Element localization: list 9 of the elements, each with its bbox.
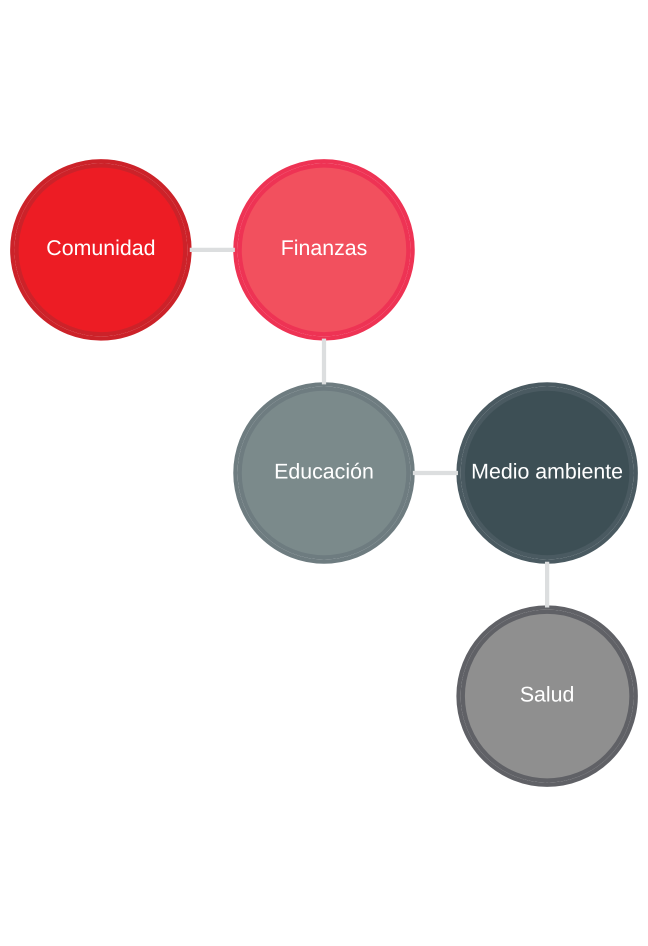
node-circle: Salud <box>456 605 638 787</box>
connector <box>544 562 550 608</box>
connector <box>322 338 326 384</box>
node-circle: Comunidad <box>10 159 192 341</box>
connector <box>190 248 235 252</box>
node-circle: Medio ambiente <box>456 382 638 564</box>
connector <box>412 470 458 476</box>
node-circle: Educación <box>233 382 415 564</box>
node-circle: Finanzas <box>233 159 415 341</box>
